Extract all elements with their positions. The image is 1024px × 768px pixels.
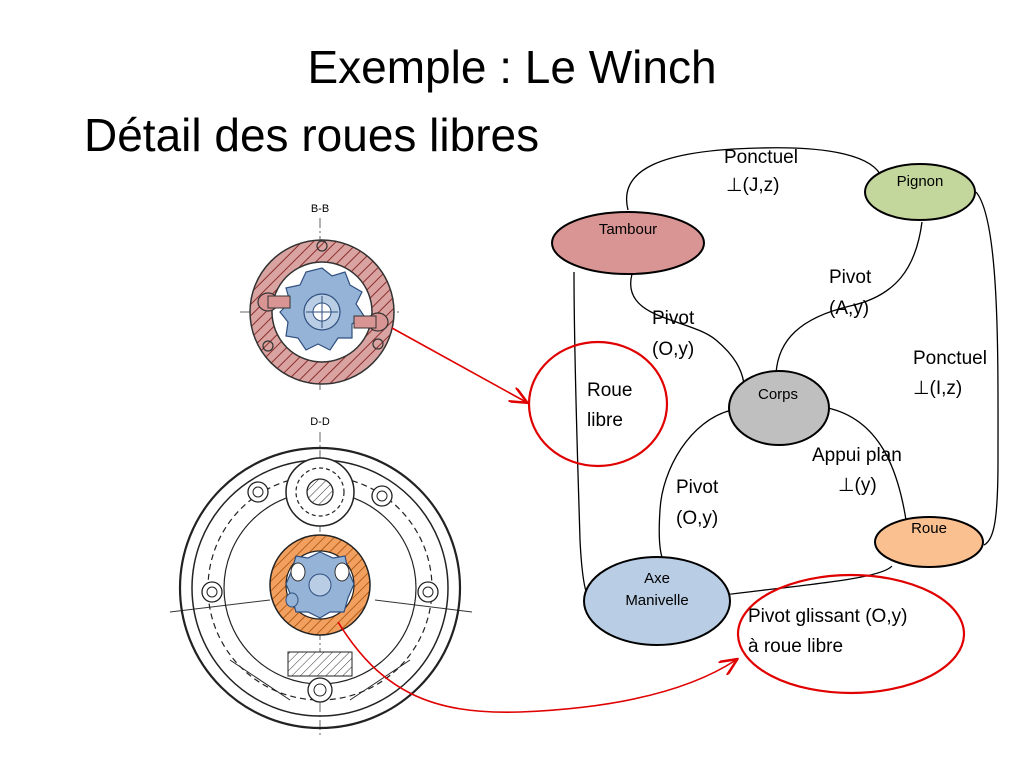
drawing-dd: D-D <box>169 416 473 735</box>
edge-tambour-corps <box>629 273 745 385</box>
callout-roue-libre-1: Roue <box>587 380 632 401</box>
edge-pignon-corps <box>775 221 923 375</box>
edge-label-appui-2: ⊥(y) <box>838 475 877 496</box>
node-axe-label-2: Manivelle <box>625 592 688 609</box>
edge-label-pivot-ay-2: (A,y) <box>829 298 869 319</box>
callout-roue-libre <box>527 340 669 468</box>
callout-arrow-top <box>391 327 526 402</box>
callout-pivot-glissant-1: Pivot glissant (O,y) <box>748 606 907 627</box>
node-roue-label: Roue <box>911 520 947 537</box>
node-axe-label-1: Axe <box>644 570 670 587</box>
callout-arrow-bottom <box>337 621 736 714</box>
page-subtitle: Détail des roues libres <box>84 109 540 161</box>
edge-label-pivot-oy-top-2: (O,y) <box>652 339 694 360</box>
page-title: Exemple : Le Winch <box>307 41 717 93</box>
node-corps <box>728 370 830 446</box>
edge-label-pivot-oy-bot-2: (O,y) <box>676 508 718 529</box>
node-axe-manivelle <box>583 556 731 646</box>
edge-tambour-axe <box>573 271 591 601</box>
edge-label-appui-1: Appui plan <box>812 445 902 466</box>
edge-label-pivot-oy-top-1: Pivot <box>652 308 695 329</box>
edge-label-pivot-ay-1: Pivot <box>829 267 872 288</box>
edge-tambour-pignon <box>626 147 883 211</box>
edge-pignon-roue <box>975 191 999 546</box>
node-tambour-label: Tambour <box>599 221 657 238</box>
edge-label-pivot-oy-bot-1: Pivot <box>676 477 719 498</box>
edge-label-ponctuel-jz-2: ⊥(J,z) <box>726 175 779 196</box>
drawing-bb: B-B <box>240 203 400 390</box>
callout-roue-libre-2: libre <box>587 410 623 431</box>
edge-axe-roue <box>715 565 893 597</box>
drawing-bb-label: B-B <box>311 203 329 215</box>
drawing-dd-outer <box>178 446 462 730</box>
callout-pivot-glissant-2: à roue libre <box>748 636 843 657</box>
graph-edges <box>573 147 999 601</box>
node-corps-label: Corps <box>758 386 798 403</box>
node-pignon-label: Pignon <box>897 173 944 190</box>
edge-corps-axe <box>658 409 733 563</box>
edge-label-ponctuel-iz-2: ⊥(I,z) <box>913 378 962 399</box>
node-roue <box>874 516 984 568</box>
callout-pivot-glissant <box>736 573 966 695</box>
node-tambour <box>551 211 705 275</box>
node-pignon <box>864 163 976 221</box>
edge-corps-roue <box>827 407 907 521</box>
drawing-dd-label: D-D <box>310 416 330 428</box>
edge-label-ponctuel-jz-1: Ponctuel <box>724 147 798 168</box>
edge-label-ponctuel-iz-1: Ponctuel <box>913 348 987 369</box>
